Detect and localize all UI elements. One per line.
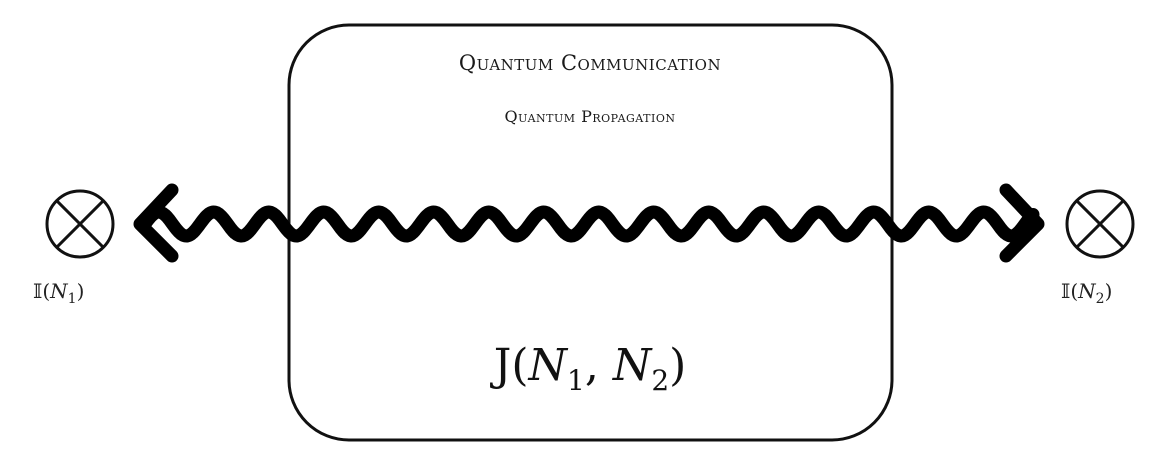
box-title: Quantum Communication — [459, 51, 721, 75]
left-arrowhead — [133, 183, 179, 263]
wavy-propagation-line — [138, 205, 1040, 243]
left-node-label: 𝕀(N1) — [33, 279, 84, 307]
right-node-label: 𝕀(N2) — [1061, 279, 1112, 307]
right-node-otimes-icon — [1065, 189, 1135, 259]
channel-label: J(N1, N2) — [490, 340, 687, 397]
left-node-otimes-icon — [45, 189, 115, 259]
right-arrowhead — [999, 183, 1045, 263]
box-subtitle: Quantum Propagation — [505, 107, 676, 126]
